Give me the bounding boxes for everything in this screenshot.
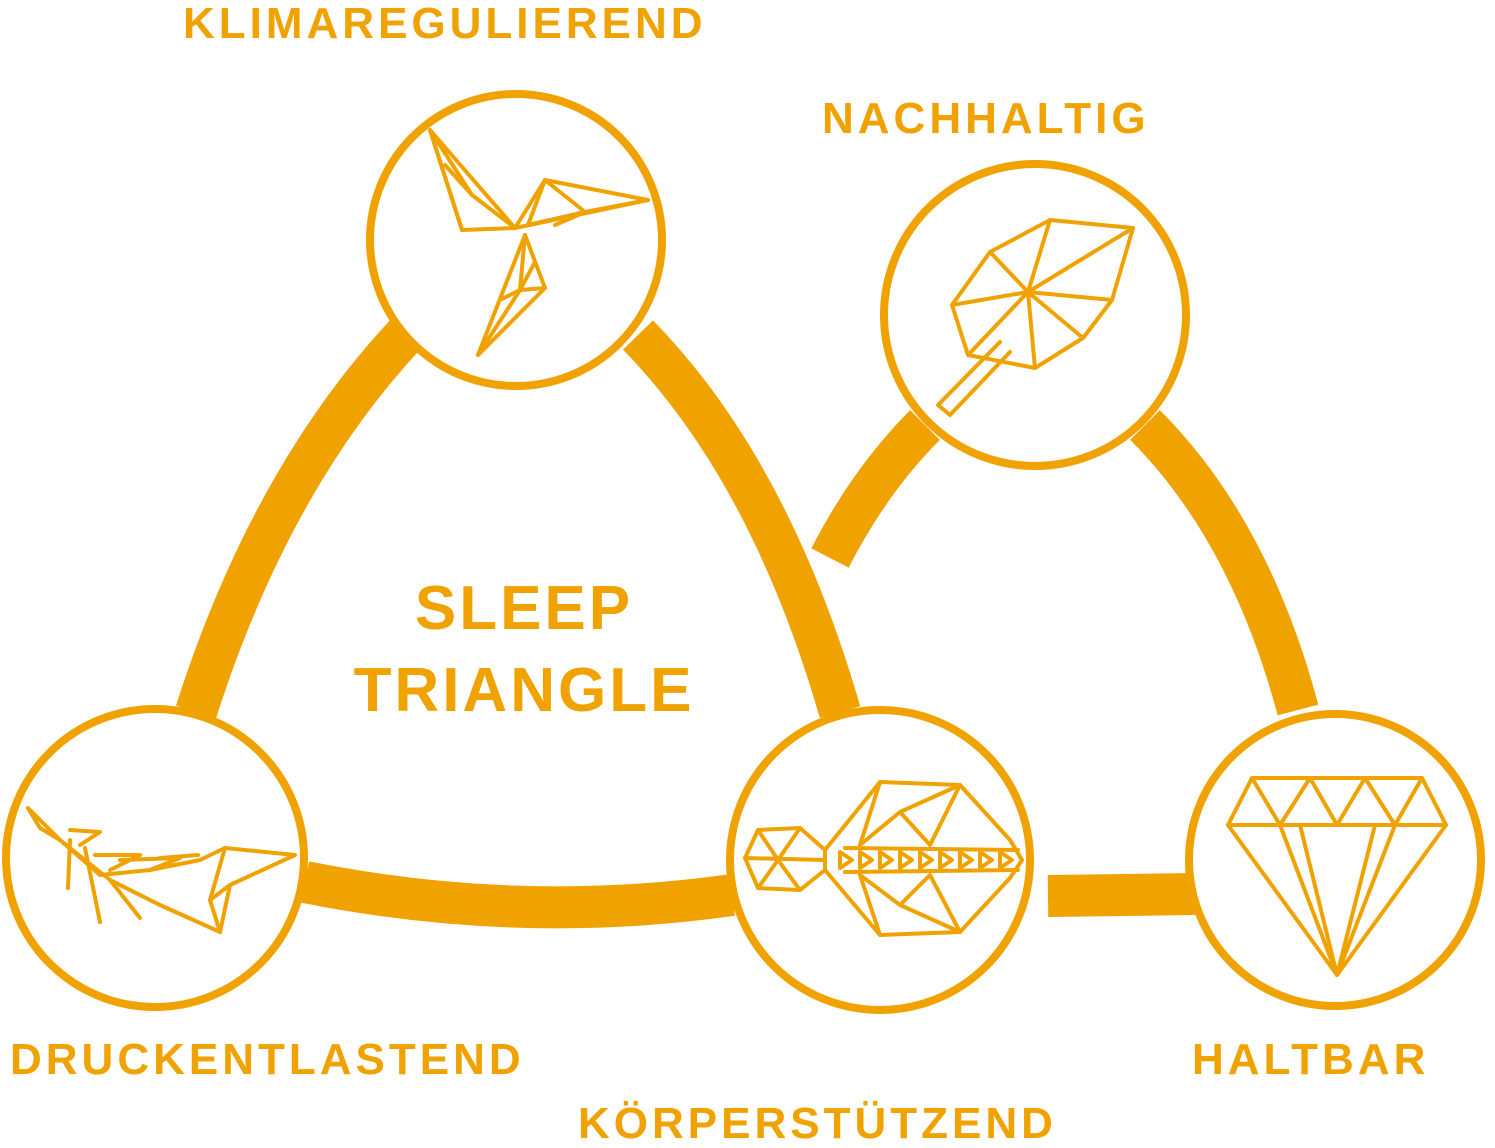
connector-leaf-left (811, 410, 940, 568)
connector-bottom-left (300, 861, 735, 929)
label-haltbar: HALTBAR (1192, 1035, 1430, 1084)
center-title-line1: SLEEP (414, 574, 634, 643)
label-nachhaltig: NACHHALTIG (822, 94, 1150, 143)
pinwheel-icon (428, 128, 650, 357)
circle-klimaregulierend (366, 90, 666, 390)
circle-nachhaltig (880, 160, 1190, 470)
label-klimaregulierend: KLIMAREGULIEREND (183, 0, 707, 48)
connector-top-right (622, 320, 861, 718)
diamond-icon (1226, 776, 1448, 977)
circle-haltbar (1185, 710, 1485, 1010)
leaf-icon (936, 218, 1135, 417)
label-koerperstuetzend: KÖRPERSTÜTZEND (578, 1099, 1057, 1148)
feather-icon (26, 806, 297, 934)
connector-leaf-right (1130, 410, 1319, 716)
center-title-line2: TRIANGLE (353, 656, 695, 726)
label-druckentlastend: DRUCKENTLASTEND (10, 1035, 525, 1084)
connector-bottom-right (1047, 873, 1197, 917)
spine-icon (743, 780, 1024, 937)
connector-top-left (175, 320, 421, 719)
center-title: SLEEP TRIANGLE (244, 568, 804, 733)
